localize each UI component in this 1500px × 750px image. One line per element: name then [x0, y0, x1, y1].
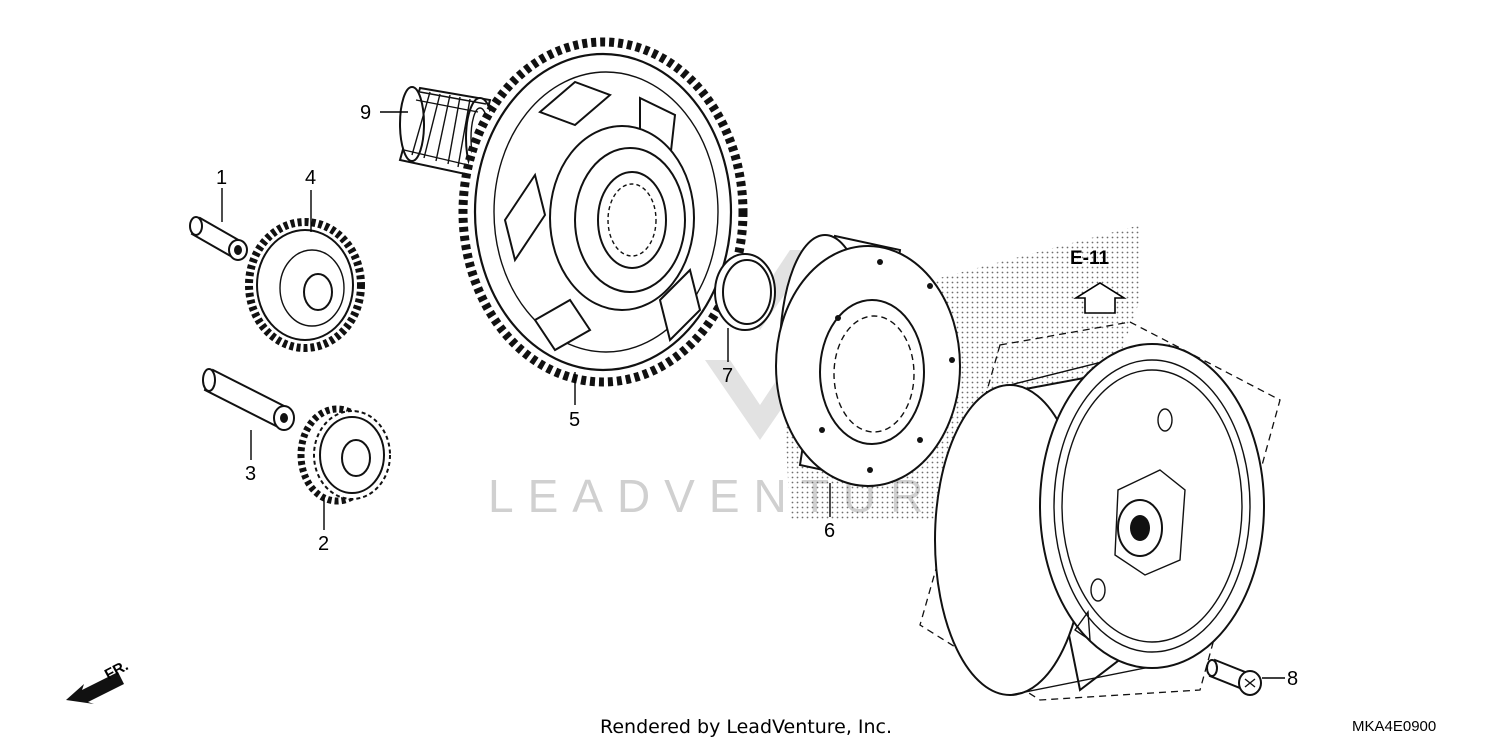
part-4-idle-gear[interactable]	[245, 218, 365, 352]
diagram-code: MKA4E0900	[1352, 718, 1437, 735]
part-7-washer[interactable]	[714, 253, 776, 331]
callout-7[interactable]: 7	[722, 365, 733, 387]
part-2-reduction-gear[interactable]	[297, 405, 391, 505]
callout-6[interactable]: 6	[824, 520, 835, 542]
callout-1[interactable]: 1	[216, 167, 227, 189]
part-1-pin[interactable]	[189, 216, 248, 261]
flywheel-reference	[919, 321, 1281, 701]
callout-3[interactable]: 3	[245, 463, 256, 485]
leader-lines	[221, 111, 1285, 679]
part-8-bolt[interactable]	[1206, 658, 1262, 696]
part-6-one-way-clutch[interactable]	[775, 234, 961, 487]
reference-label: E-11	[1070, 248, 1110, 269]
part-5-starter-driven-gear[interactable]	[458, 37, 748, 387]
reference-arrow-icon	[1073, 282, 1127, 314]
part-3-shaft[interactable]	[202, 368, 295, 431]
callout-2[interactable]: 2	[318, 533, 329, 555]
callout-5[interactable]: 5	[569, 409, 580, 431]
callout-4[interactable]: 4	[305, 167, 316, 189]
callout-9[interactable]: 9	[360, 102, 371, 124]
callouts: 1 2 3 4 5 6 7 8 9	[216, 102, 1298, 690]
front-direction-indicator: FR.	[66, 657, 131, 704]
credit-text: Rendered by LeadVenture, Inc.	[600, 716, 893, 738]
front-arrow-icon	[66, 672, 124, 704]
callout-8[interactable]: 8	[1287, 668, 1298, 690]
reference-e11[interactable]: E-11	[1070, 248, 1127, 314]
